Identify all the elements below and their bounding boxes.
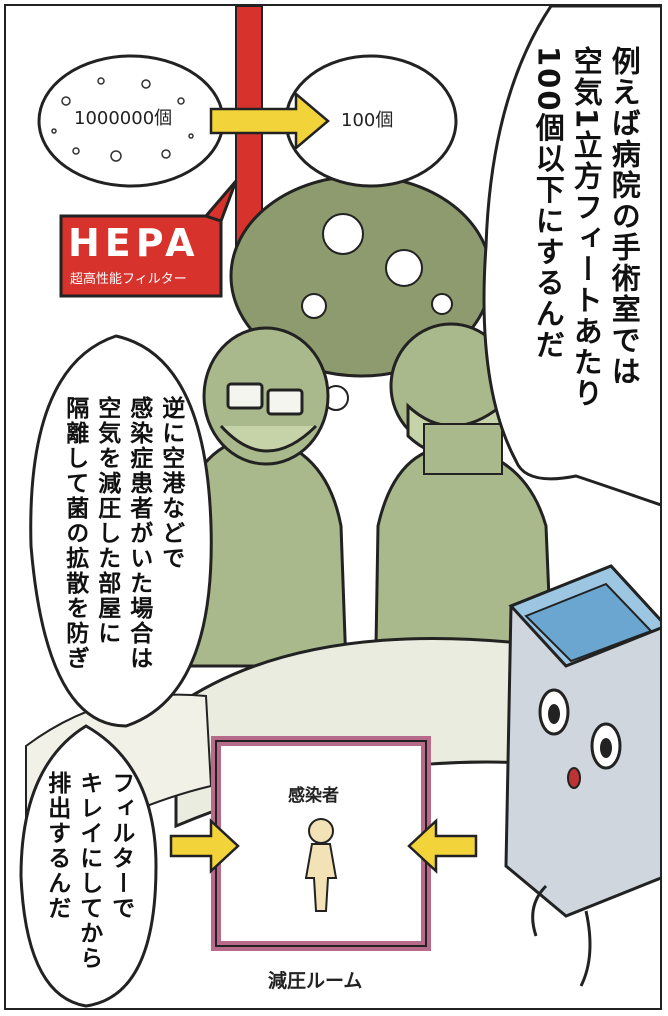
room-label: 減圧ルーム xyxy=(268,970,363,992)
hepa-title: HEPA xyxy=(68,221,200,265)
inflow-arrow-right xyxy=(407,818,478,874)
filter-arrow xyxy=(209,91,330,151)
speech-bubble-hospital xyxy=(482,6,660,507)
speech-filter-line1: フィルターで xyxy=(107,771,134,921)
speech-bubble-filter xyxy=(19,724,158,1008)
after-count: 100個 xyxy=(341,110,394,131)
infected-label: 感染者 xyxy=(288,786,339,806)
speech-filter-line3: 排出するんだ xyxy=(43,771,70,921)
before-count: 1000000個 xyxy=(74,108,173,129)
speech-hospital-line1: 例えば病院の手術室では xyxy=(607,46,642,387)
manga-panel: 1000000個 100個 HEPA 超高性能フィルター 例えば病院の手術室では… xyxy=(4,4,662,1010)
speech-hospital-line2: 空気1立方フィートあたり xyxy=(569,46,604,410)
surgical-lamp xyxy=(229,174,493,411)
surgeon-right xyxy=(374,322,553,648)
hepa-subtitle: 超高性能フィルター xyxy=(70,272,187,287)
illustration xyxy=(19,6,660,1008)
speech-airport-line3: 空気を減圧した部屋に xyxy=(93,396,120,646)
infected-person xyxy=(304,818,338,912)
speech-hospital-line3: 100個以下にするんだ xyxy=(531,46,566,361)
surgeon-left xyxy=(174,326,348,668)
speech-bubble-airport xyxy=(29,334,213,728)
inflow-arrow-left xyxy=(169,818,240,874)
hepa-sign xyxy=(59,214,223,298)
speech-filter-line2: キレイにしてから xyxy=(75,771,102,971)
speech-airport-line2: 感染症患者がいた場合は xyxy=(125,396,152,671)
speech-airport-line4: 隔離して菌の拡散を防ぎ xyxy=(61,396,88,671)
hepa-mascot xyxy=(504,564,660,987)
particle-dots xyxy=(51,77,194,162)
speech-airport-line1: 逆に空港などで xyxy=(157,396,184,571)
